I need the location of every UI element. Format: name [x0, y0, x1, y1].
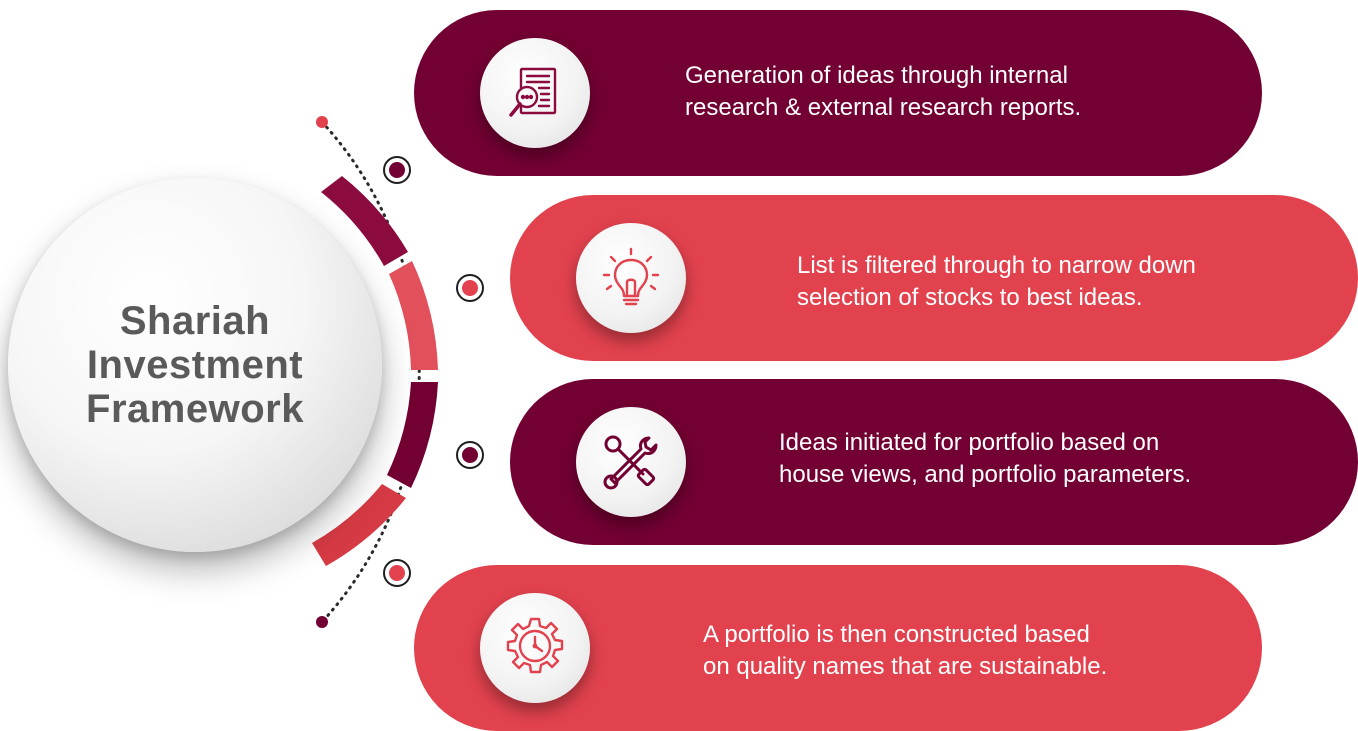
arc-end-dot-bottom	[316, 616, 328, 628]
step-4-line-1: A portfolio is then constructed based	[703, 621, 1090, 648]
arc-end-dot-top	[316, 116, 328, 128]
arc-node-2	[456, 274, 484, 302]
center-circle: Shariah Investment Framework	[8, 178, 382, 552]
arc-node-4	[383, 559, 411, 587]
step-3-line-1: Ideas initiated for portfolio based on	[779, 429, 1160, 456]
center-title: Shariah Investment Framework	[86, 299, 304, 431]
lightbulb-icon	[602, 247, 660, 306]
step-1-line-1: Generation of ideas through internal	[685, 62, 1068, 89]
research-report-magnifier-icon	[509, 67, 557, 117]
step-2-icon-badge	[576, 223, 686, 333]
step-3-pill: Ideas initiated for portfolio based on h…	[510, 379, 1358, 545]
center-title-line-2: Investment	[86, 343, 304, 387]
step-1-line-2: research & external research reports.	[685, 94, 1082, 121]
step-2-pill: List is filtered through to narrow down …	[510, 195, 1358, 361]
step-4-line-2: on quality names that are sustainable.	[703, 653, 1108, 680]
step-3-icon-badge	[576, 407, 686, 517]
step-1-icon-badge	[480, 38, 590, 148]
center-title-line-1: Shariah	[119, 299, 271, 343]
step-3-text: Ideas initiated for portfolio based on h…	[779, 427, 1191, 491]
ring-segment-2	[389, 261, 438, 370]
ring-segment-3	[387, 382, 438, 488]
center-title-line-3: Framework	[86, 387, 304, 431]
step-4-icon-badge	[480, 593, 590, 703]
arc-node-3	[456, 441, 484, 469]
gear-clock-icon	[506, 617, 564, 674]
step-2-text: List is filtered through to narrow down …	[797, 250, 1196, 314]
step-2-line-2: selection of stocks to best ideas.	[797, 284, 1143, 311]
step-4-text: A portfolio is then constructed based on…	[703, 619, 1107, 683]
step-1-text: Generation of ideas through internal res…	[685, 60, 1081, 124]
step-2-line-1: List is filtered through to narrow down	[797, 252, 1196, 279]
wrench-tools-icon	[603, 435, 658, 490]
arc-node-1	[383, 156, 411, 184]
ring-segment-4	[312, 484, 406, 566]
step-4-pill: A portfolio is then constructed based on…	[414, 565, 1262, 731]
step-1-pill: Generation of ideas through internal res…	[414, 10, 1262, 176]
ring-segment-1	[321, 176, 408, 266]
dotted-arc	[320, 120, 421, 624]
step-3-line-2: house views, and portfolio parameters.	[779, 461, 1192, 488]
